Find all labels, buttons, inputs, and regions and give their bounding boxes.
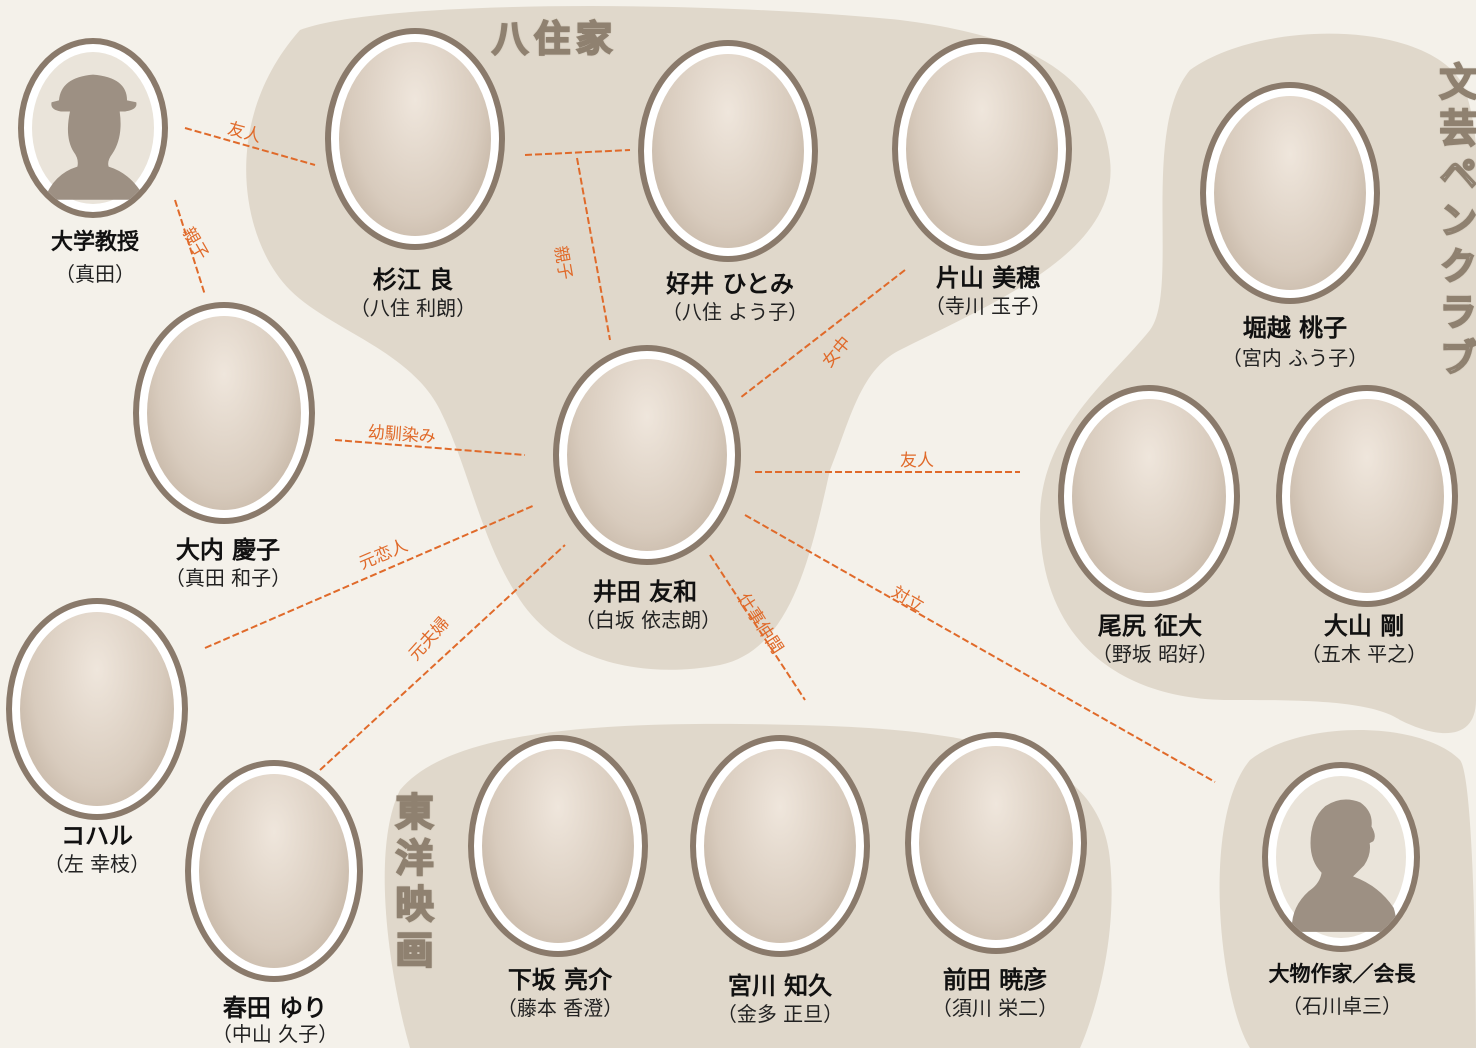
name-katayama: 片山 美穂 [935,264,1041,292]
name-koharu: コハル [61,822,133,850]
group-label-yazumi: 八住家 [491,18,619,61]
name-horikoshi: 堀越 桃子 [1242,314,1348,342]
role-katayama: （寺川 玉子） [924,294,1052,318]
portrait-ida [553,345,741,565]
portrait-ouchi [133,302,315,524]
name-ojiri: 尾尻 征大 [1097,612,1203,640]
role-miyakawa: （金多 正旦） [716,1002,844,1026]
man-with-hat-silhouette-icon [44,74,146,200]
portrait-shimosaka [468,735,648,957]
role-horikoshi: （宮内 ふう子） [1221,346,1369,370]
role-koharu: （左 幸枝） [43,852,151,876]
relation-lines [174,127,1216,783]
portrait-katayama [892,38,1072,260]
role-maeda: （須川 栄二） [931,996,1059,1020]
role-oyama: （五木 平之） [1300,642,1428,666]
portrait-sugie [325,28,505,250]
role-ida: （白坂 依志朗） [574,608,722,632]
name-shimosaka: 下坂 亮介 [507,966,613,994]
rel-label-childhood: 幼馴染み [367,422,437,448]
name-yoshii: 好井 ひとみ [666,270,794,298]
portrait-horikoshi [1200,82,1380,304]
portrait-professor [18,38,168,218]
man-profile-silhouette-icon [1291,799,1397,932]
portrait-koharu [6,598,188,820]
name-oyama: 大山 剛 [1323,612,1405,640]
name-author: 大物作家／会長 [1268,962,1416,986]
role-ojiri: （野坂 昭好） [1091,642,1219,666]
portrait-miyakawa [690,735,870,957]
name-miyakawa: 宮川 知久 [727,972,833,1000]
group-label-bungei: 文芸ペンクラブ [1432,61,1476,385]
portrait-author [1262,762,1420,952]
portrait-oyama [1276,385,1458,607]
portrait-yoshii [638,40,818,262]
role-haruta: （中山 久子） [211,1022,339,1046]
role-shimosaka: （藤本 香澄） [496,996,624,1020]
name-ida: 井田 友和 [592,578,698,606]
name-professor: 大学教授 [50,230,140,255]
group-label-toyo: 東洋映画 [388,791,434,977]
portrait-maeda [905,732,1087,954]
portrait-ojiri [1058,385,1240,607]
role-yoshii: （八住 よう子） [661,300,809,324]
name-haruta: 春田 ゆり [222,994,328,1022]
portrait-haruta [185,760,363,982]
name-sugie: 杉江 良 [372,266,454,294]
role-ouchi: （真田 和子） [164,566,292,590]
role-sugie: （八住 利朗） [349,296,477,320]
rel-label-friend2: 友人 [900,451,934,471]
name-maeda: 前田 暁彦 [942,966,1048,994]
role-professor: （真田） [55,262,135,286]
name-ouchi: 大内 慶子 [175,536,281,564]
role-author: （石川卓三） [1282,994,1402,1018]
